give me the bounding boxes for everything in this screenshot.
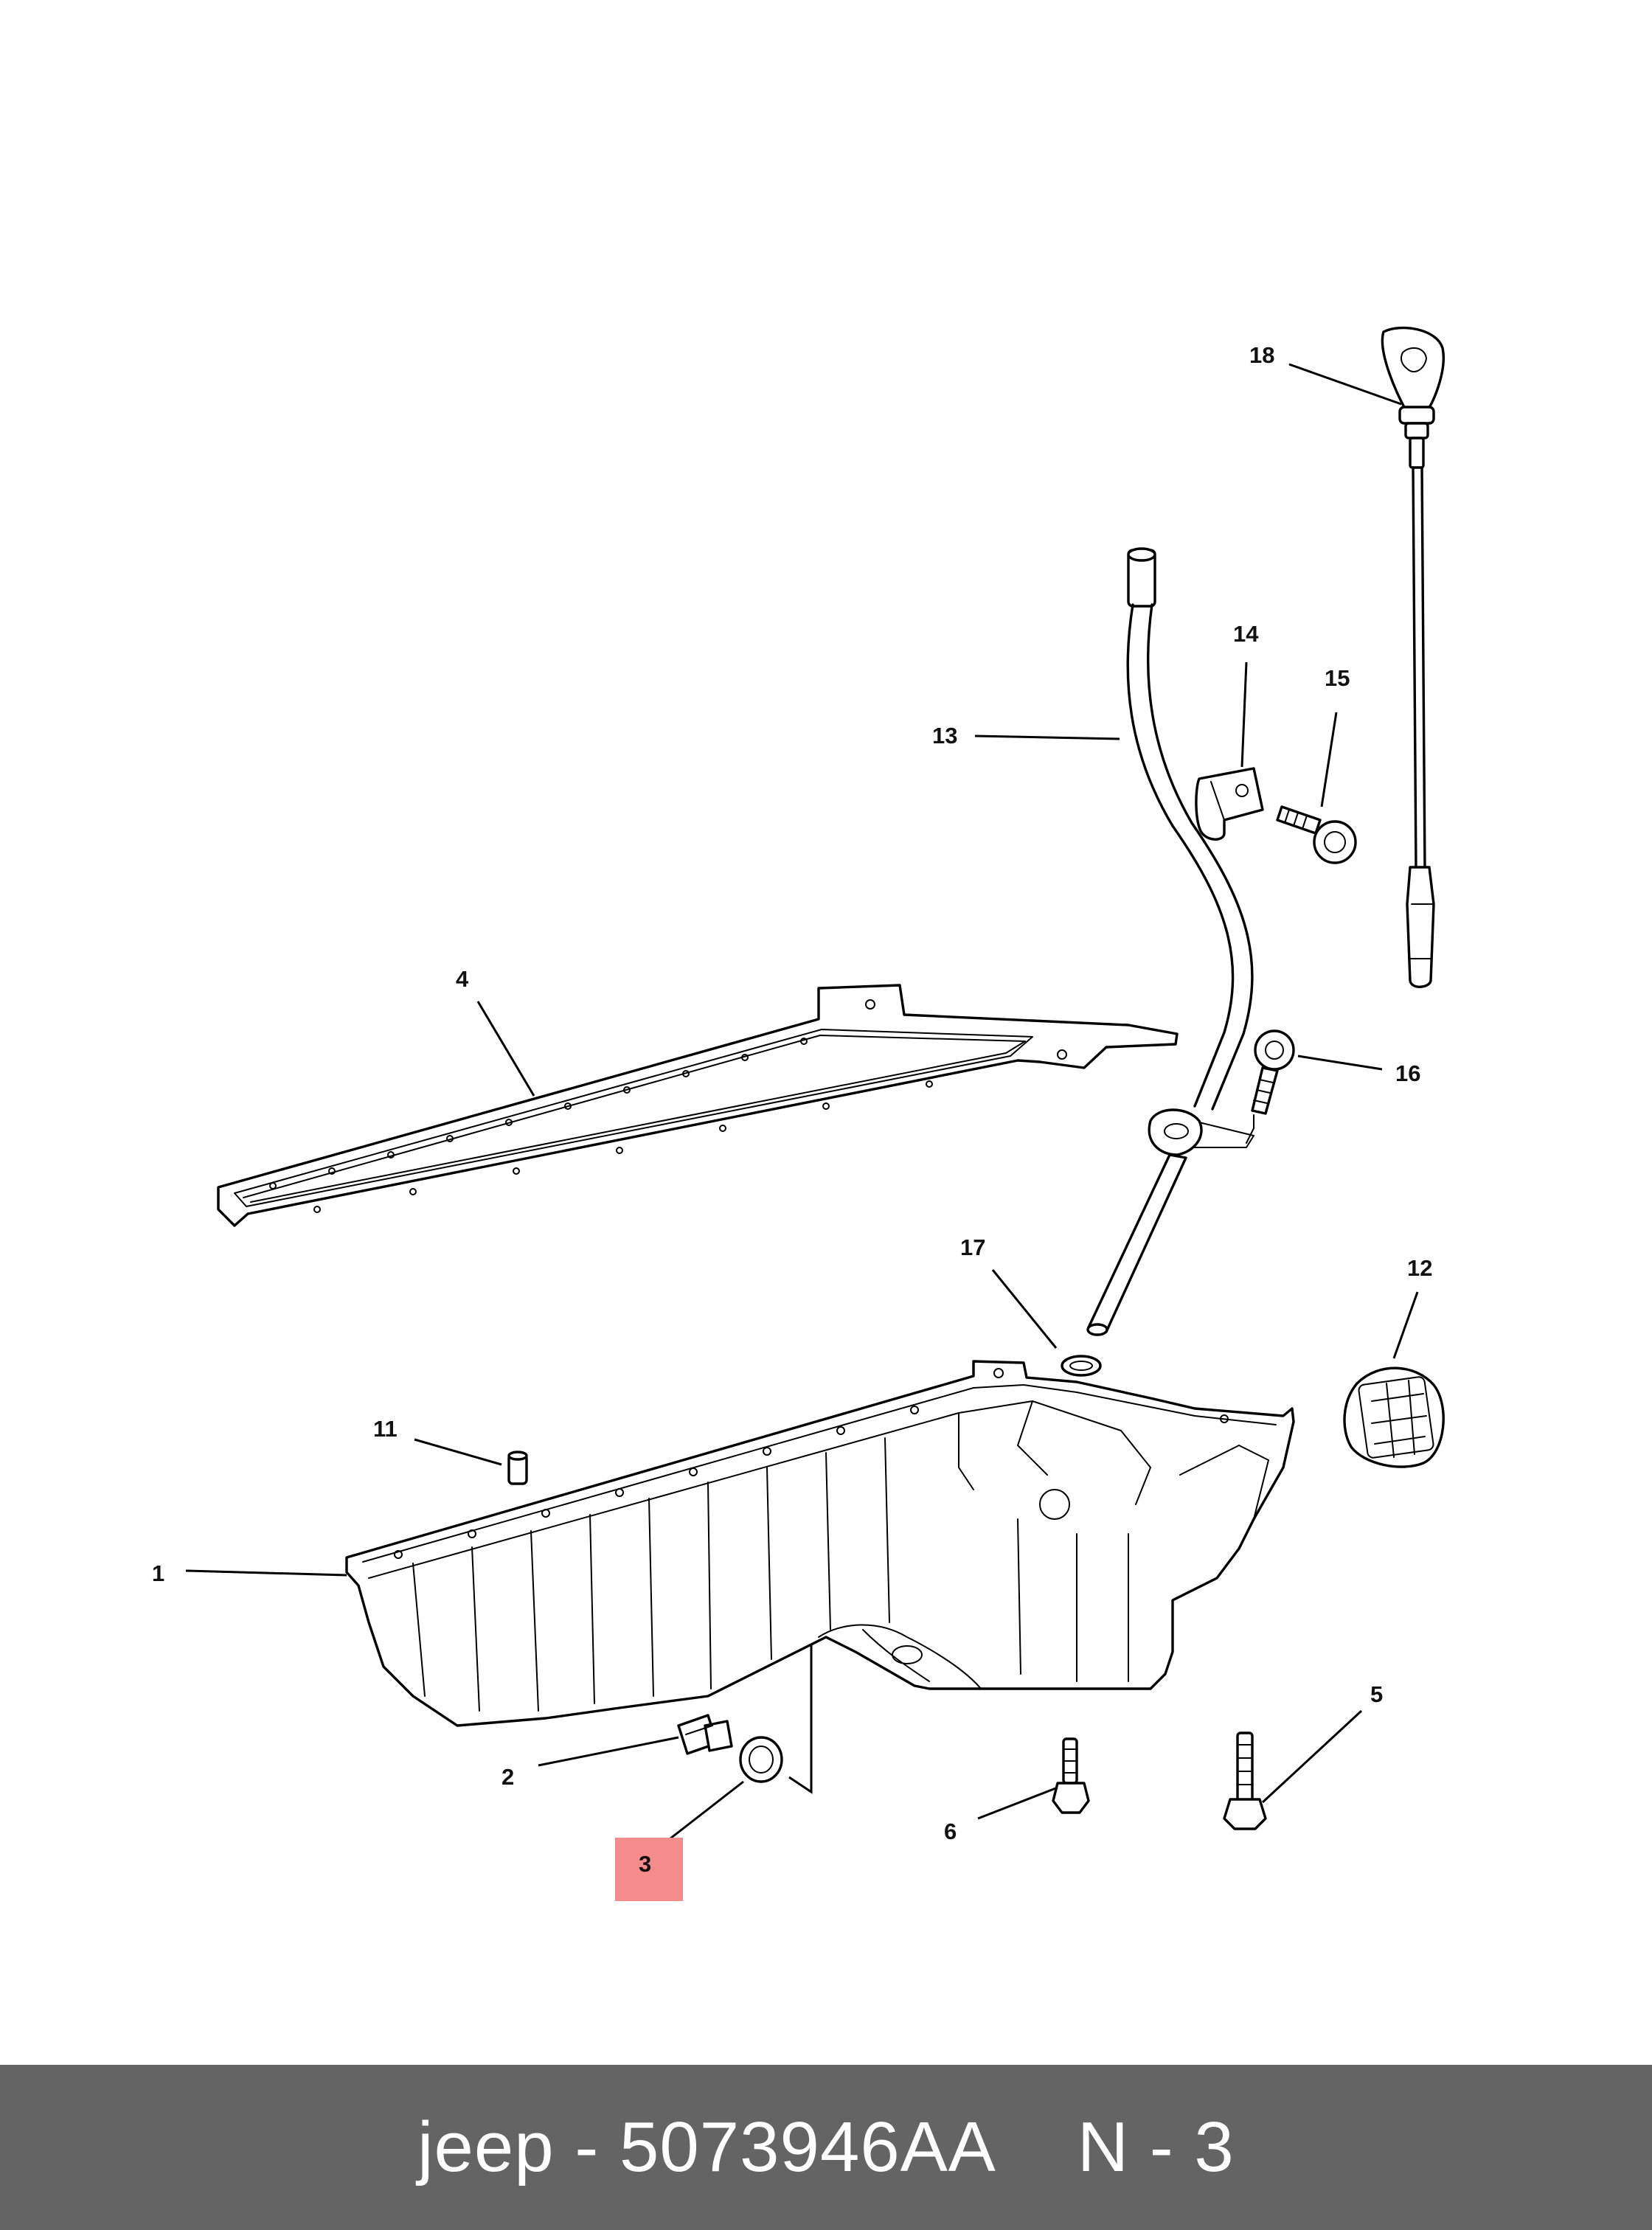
leader-15 [1320, 712, 1338, 807]
callout-15[interactable]: 15 [1325, 665, 1350, 691]
tube-clip-part[interactable] [1195, 767, 1264, 841]
leader-2 [538, 1736, 679, 1767]
leader-13 [974, 734, 1120, 740]
dipstick-tube-part[interactable] [1086, 547, 1254, 1336]
leader-3 [663, 1780, 744, 1845]
leader-6 [977, 1786, 1058, 1820]
callout-13[interactable]: 13 [932, 723, 957, 748]
leader-17 [991, 1269, 1058, 1349]
oil-pan-part[interactable] [345, 1360, 1295, 1727]
clip-bolt-part[interactable] [1276, 805, 1357, 864]
callout-11[interactable]: 11 [373, 1416, 398, 1442]
callout-1[interactable]: 1 [152, 1560, 164, 1586]
leader-4 [476, 1001, 535, 1097]
callout-4[interactable]: 4 [456, 966, 469, 992]
leader-18 [1288, 363, 1402, 406]
leader-1-bracket [788, 1644, 813, 1794]
brand-name: jeep [417, 2108, 555, 2186]
part-number: 5073946AA [619, 2108, 996, 2186]
leader-14 [1240, 661, 1248, 768]
dipstick-part[interactable] [1381, 326, 1445, 988]
callout-18[interactable]: 18 [1249, 342, 1274, 368]
part-caption-bar: jeep - 5073946AA N - 3 [0, 2065, 1652, 2230]
tube-bolt-part[interactable] [1246, 1029, 1295, 1144]
callout-5[interactable]: 5 [1370, 1681, 1383, 1707]
callout-labels: 18 14 15 13 4 16 17 12 11 1 5 2 6 3 [152, 342, 1432, 1877]
callout-3-highlight [615, 1838, 683, 1901]
leader-lines [185, 363, 1419, 1845]
callout-reference: N - 3 [1077, 2108, 1235, 2186]
flange-bolt-part[interactable] [1223, 1731, 1267, 1830]
leader-12 [1392, 1291, 1419, 1359]
leader-1 [185, 1569, 347, 1577]
stud-bolt-part[interactable] [1052, 1737, 1090, 1814]
callout-2[interactable]: 2 [502, 1764, 514, 1790]
drain-plug-gasket-part[interactable] [739, 1736, 783, 1783]
leader-5 [1261, 1709, 1363, 1804]
dowel-pin-part[interactable] [507, 1451, 528, 1485]
callout-12[interactable]: 12 [1407, 1255, 1432, 1281]
oil-pump-screen-part[interactable] [1343, 1366, 1445, 1468]
callout-16[interactable]: 16 [1395, 1060, 1420, 1086]
leader-11 [414, 1438, 502, 1466]
oil-pan-exploded-diagram: 18 14 15 13 4 16 17 12 11 1 5 2 6 3 [152, 326, 1445, 1901]
callout-17[interactable]: 17 [960, 1234, 985, 1260]
o-ring-part[interactable] [1061, 1355, 1102, 1377]
callout-14[interactable]: 14 [1233, 621, 1259, 647]
callout-6[interactable]: 6 [944, 1819, 957, 1844]
drain-plug-part[interactable] [677, 1714, 733, 1755]
callout-3[interactable]: 3 [639, 1851, 651, 1877]
leader-16 [1297, 1055, 1383, 1071]
caption-separator: - [575, 2108, 600, 2186]
oil-pan-gasket-part[interactable] [217, 984, 1179, 1227]
